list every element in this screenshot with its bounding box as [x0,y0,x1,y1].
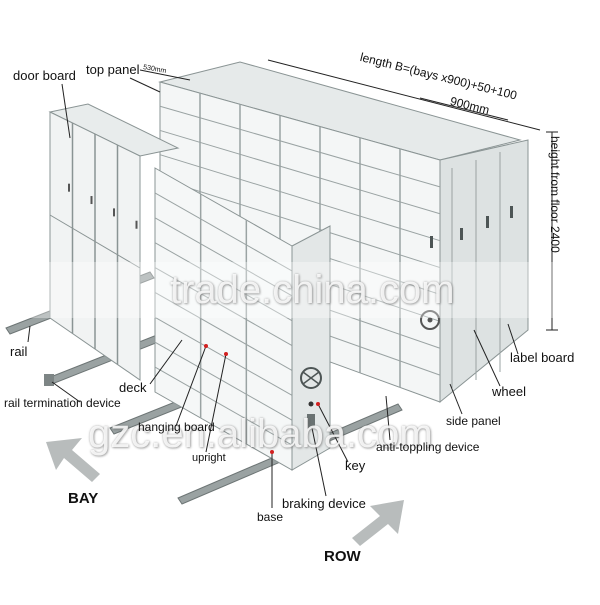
side-handle-icon [460,228,463,240]
leader-line [149,339,183,385]
leader-line [385,395,391,441]
wheel-hub-icon [427,317,433,323]
label-braking-device: braking device [282,496,366,511]
rail-termination-icon [44,374,54,386]
shelf-line [154,192,293,272]
label-height: height from floor 2400 [548,136,562,253]
bay-arrow-icon [46,438,100,482]
top-panel-dimension [139,69,191,81]
label-top-panel: top panel [86,62,140,77]
label-base: base [257,510,284,524]
shelf-line [154,267,293,346]
key-icon [308,401,314,407]
leader-line [27,325,31,343]
shelf-line [159,105,441,188]
door-handle-icon [68,183,70,192]
side-handle-icon [486,216,489,228]
pointer-dot [224,352,228,356]
shelf-line [154,292,293,371]
side-panel-handles [430,152,513,388]
braking-device-icon [307,414,315,428]
bay-width-dimension [419,97,509,121]
red-pointer-dots [204,344,320,454]
label-rail: rail [10,344,28,359]
leader-line [129,77,161,93]
direction-arrows [46,438,404,546]
shelf-line [159,129,441,215]
length-dimension [267,59,541,131]
label-bay: BAY [68,490,99,507]
label-deck: deck [119,380,147,395]
leader-line [311,427,327,497]
leader-line [317,403,349,463]
row-arrow-icon [352,500,404,546]
shelf-line [159,178,441,269]
side-handle-icon [510,206,513,218]
shelf-line [159,154,441,242]
label-key: key [345,458,366,473]
door-handle-icon [135,220,138,229]
door-handle-icon [90,196,93,205]
side-handle-icon [430,236,433,248]
watermark-trade-china: trade.china.com [170,268,455,312]
label-wheel: wheel [492,384,526,399]
label-door-board: door board [13,68,76,83]
shelf-line [154,341,293,421]
leader-line [205,353,227,453]
pointer-dot [270,450,274,454]
watermark-alibaba: gzc.en.alibaba.com [88,412,433,456]
shelf-line [154,366,293,446]
pointer-dot [316,402,320,406]
label-upright: upright [192,452,226,464]
handwheel-spoke [302,371,320,385]
door-boards [49,123,141,365]
handwheel-icon [300,367,322,389]
door-cabinet-block [48,103,180,381]
leader-line [51,381,81,403]
leader-lines [27,77,519,508]
leader-line [473,329,501,387]
label-side-panel: side panel [446,414,501,428]
label-row: ROW [324,548,361,565]
label-hanging-board: hanging board [138,420,215,434]
watermark-band [0,262,600,318]
leader-line [449,383,463,415]
door-handle-icon [113,208,115,217]
wheel-icon [420,310,440,330]
label-rail-termination: rail termination device [4,396,121,410]
shelf-line [154,316,293,396]
shelf-line [154,242,293,322]
label-label-board: label board [510,350,575,365]
label-anti-toppling: anti-toppling device [376,440,480,454]
leader-line [507,323,519,355]
shelf-line [49,214,141,269]
pointer-dot [204,344,208,348]
front-shelf-grid [154,192,293,446]
shelf-line [154,217,293,297]
dimension-lines [139,59,558,331]
leader-line [175,345,207,427]
leader-line [61,83,71,139]
